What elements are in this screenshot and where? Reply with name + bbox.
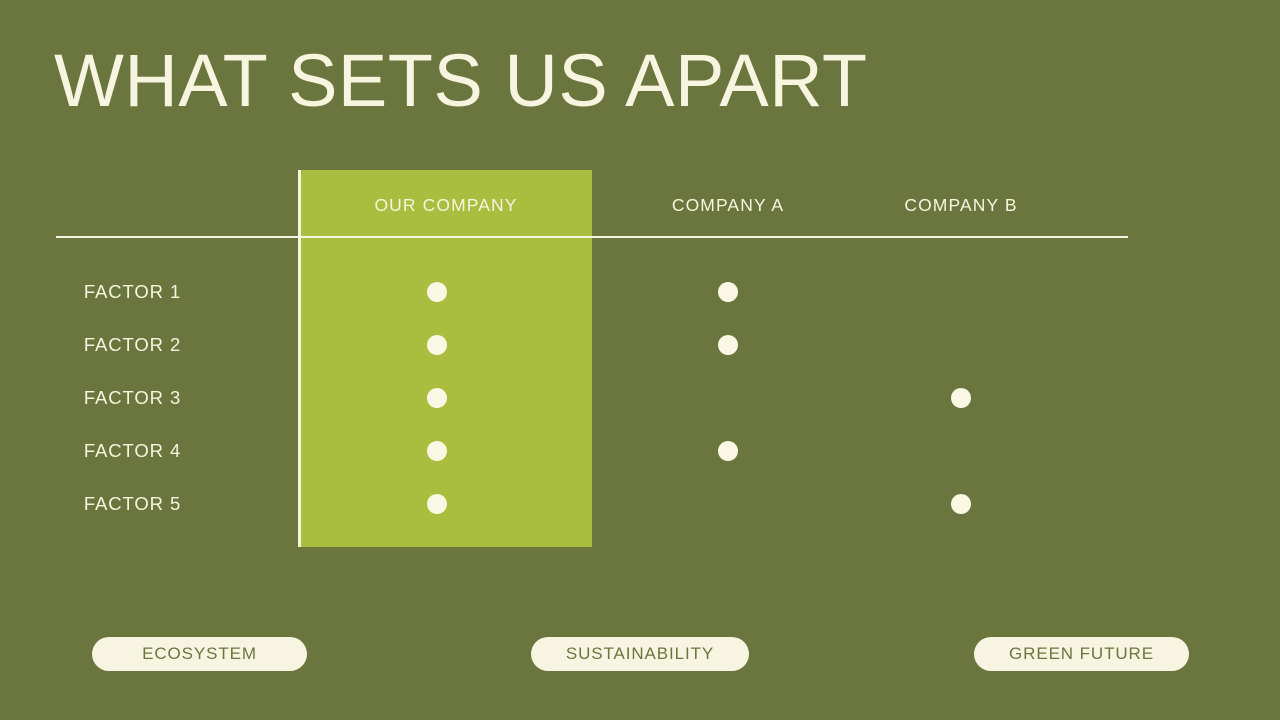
- header-divider: [56, 236, 1128, 238]
- page-title: WHAT SETS US APART: [54, 39, 868, 122]
- mark-dot-company-b-row-5: [951, 494, 971, 514]
- mark-dot-our-company-row-2: [427, 335, 447, 355]
- mark-dot-our-company-row-3: [427, 388, 447, 408]
- highlighted-column-background: [298, 170, 592, 547]
- mark-dot-our-company-row-1: [427, 282, 447, 302]
- mark-dot-our-company-row-5: [427, 494, 447, 514]
- tag-sustainability[interactable]: SUSTAINABILITY: [531, 637, 749, 671]
- tag-ecosystem[interactable]: ECOSYSTEM: [92, 637, 307, 671]
- mark-dot-our-company-row-4: [427, 441, 447, 461]
- row-label-factor-1: FACTOR 1: [83, 281, 182, 302]
- column-header-our-company: OUR COMPANY: [374, 195, 518, 215]
- mark-dot-company-b-row-3: [951, 388, 971, 408]
- column-header-company-b: COMPANY B: [904, 195, 1018, 215]
- mark-dot-company-a-row-2: [718, 335, 738, 355]
- row-label-factor-2: FACTOR 2: [83, 334, 182, 355]
- tag-green-future[interactable]: GREEN FUTURE: [974, 637, 1189, 671]
- row-label-factor-4: FACTOR 4: [83, 440, 182, 461]
- column-header-company-a: COMPANY A: [671, 195, 785, 215]
- mark-dot-company-a-row-4: [718, 441, 738, 461]
- highlighted-column-left-border: [298, 170, 301, 547]
- mark-dot-company-a-row-1: [718, 282, 738, 302]
- row-label-factor-5: FACTOR 5: [83, 493, 182, 514]
- row-label-factor-3: FACTOR 3: [83, 387, 182, 408]
